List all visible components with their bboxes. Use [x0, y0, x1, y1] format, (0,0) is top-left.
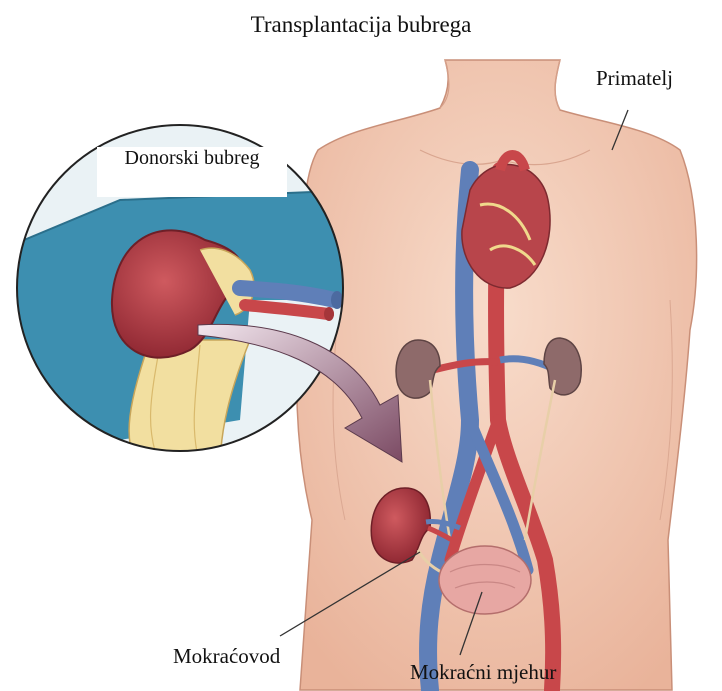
- donor-kidney-label: Donorski bubreg: [97, 147, 287, 197]
- ureter-label: Mokraćovod: [173, 644, 280, 669]
- recipient-label: Primatelj: [596, 66, 673, 91]
- bladder: [439, 546, 531, 614]
- bladder-label: Mokraćni mjehur: [410, 660, 556, 685]
- diagram-title: Transplantacija bubrega: [0, 12, 722, 38]
